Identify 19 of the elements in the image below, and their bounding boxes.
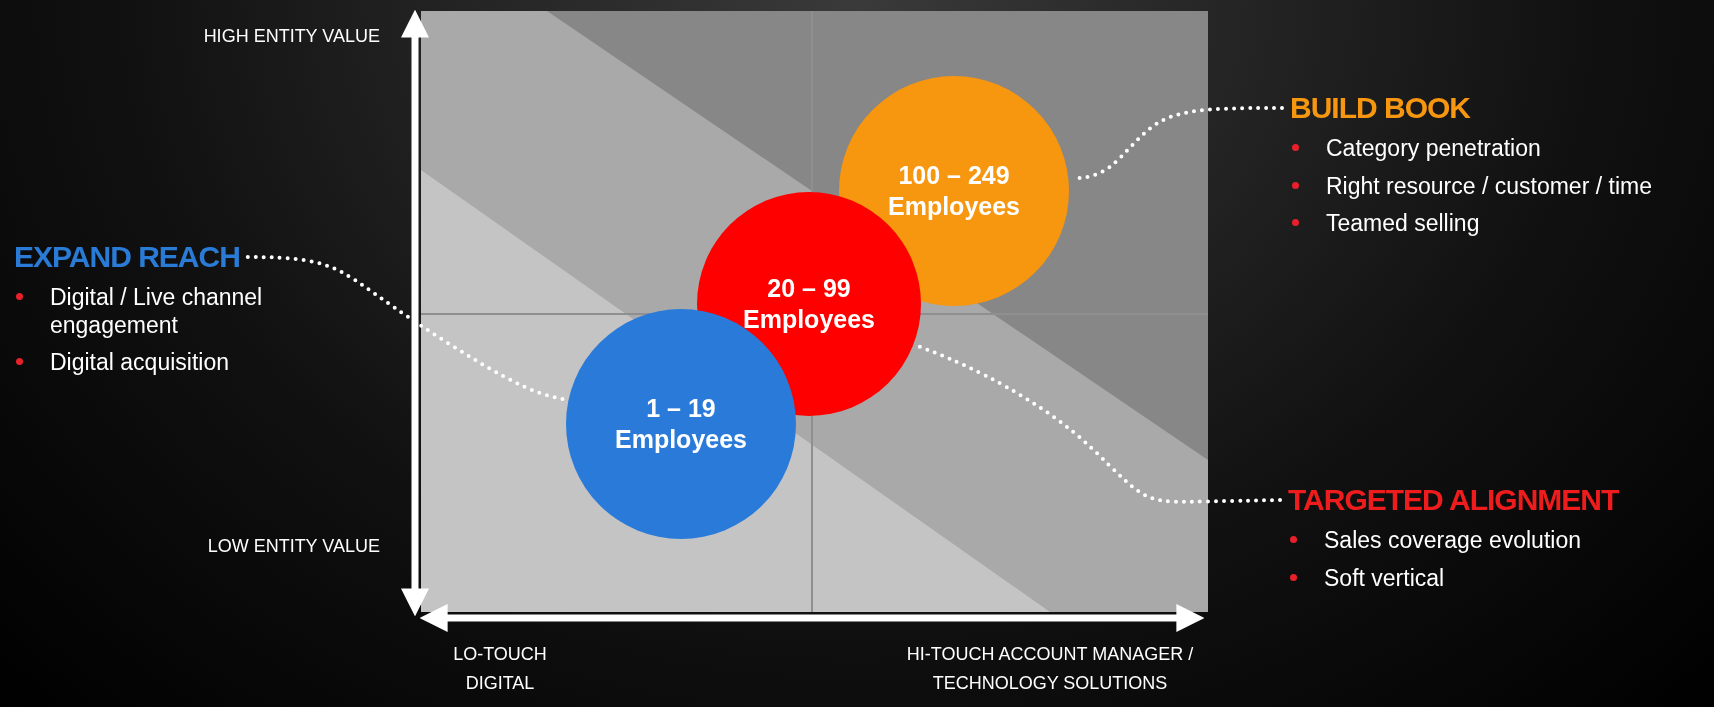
axis-label: HI-TOUCH ACCOUNT MANAGER / TECHNOLOGY SOLUTIONS — [905, 643, 1195, 695]
circle-label: 1 – 19 Employees — [614, 392, 748, 455]
axis-label: HIGH ENTITY VALUE — [202, 25, 380, 48]
bullet-item: Soft vertical — [1288, 564, 1708, 593]
circle-label: 20 – 99 Employees — [742, 272, 876, 335]
dotted-leader-line — [915, 343, 1282, 504]
bullet-item: Category penetration — [1290, 135, 1700, 163]
circle-label: 100 – 249 Employees — [887, 159, 1021, 222]
bullet-item: Sales coverage evolution — [1288, 527, 1708, 555]
axis-label: LO-TOUCH DIGITAL — [452, 643, 548, 695]
dotted-leader-line — [245, 255, 567, 402]
axis-label: LOW ENTITY VALUE — [206, 535, 380, 558]
bullet-item: Digital acquisition — [14, 349, 314, 377]
bullet-item: Teamed selling — [1290, 210, 1700, 238]
bullet-item: Right resource / customer / time — [1290, 172, 1700, 201]
section-heading: BUILD BOOK — [1290, 91, 1470, 125]
section-heading: TARGETED ALIGNMENT — [1288, 483, 1619, 517]
section-heading: EXPAND REACH — [14, 240, 240, 274]
bullet-item: Digital / Live channel engagement — [14, 284, 314, 340]
